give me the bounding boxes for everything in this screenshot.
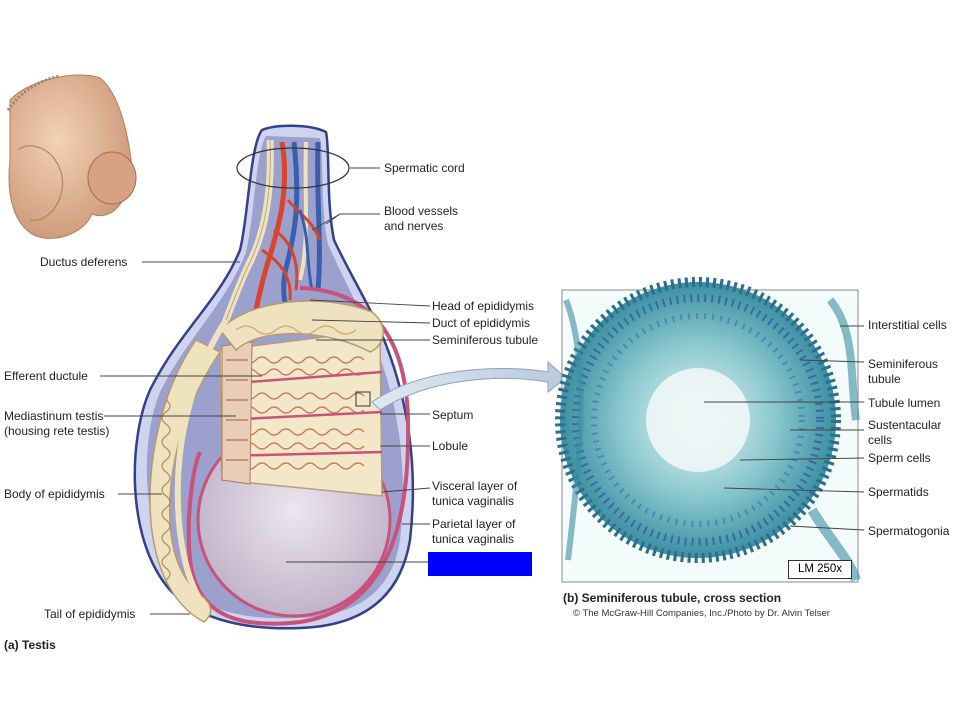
label-visceral-layer: Visceral layer of xyxy=(432,479,518,493)
artery xyxy=(253,141,288,311)
label-tubule: tubule xyxy=(868,372,901,386)
vein xyxy=(281,141,300,307)
leader-lines-b xyxy=(704,325,865,531)
label-efferent-ductule: Efferent ductule xyxy=(4,369,88,383)
photo-credit: © The McGraw-Hill Companies, Inc./Photo … xyxy=(573,608,830,619)
label-interstitial-cells: Interstitial cells xyxy=(868,318,947,332)
seminiferous-tubules xyxy=(231,356,365,470)
epididymis-head xyxy=(219,300,384,353)
label-spermatids: Spermatids xyxy=(868,485,929,499)
label-and-nerves: and nerves xyxy=(384,219,444,233)
label-sustentacular: Sustentacular xyxy=(868,418,942,432)
zoom-box xyxy=(355,391,371,407)
label-duct-of-epididymis: Duct of epididymis xyxy=(432,316,531,330)
label-spermatogonia: Spermatogonia xyxy=(868,524,950,538)
label-seminiferous: Seminiferous xyxy=(868,357,939,371)
rete-testis xyxy=(226,359,248,461)
label-body-of-epididymis: Body of epididymis xyxy=(4,487,105,501)
label-lobule: Lobule xyxy=(432,439,469,453)
label-tail-of-epididymis: Tail of epididymis xyxy=(44,607,136,621)
label-parietal-tunica: tunica vaginalis xyxy=(432,532,515,546)
caption-panel-a: (a) Testis xyxy=(4,638,56,652)
magnification-badge: LM 250x xyxy=(788,560,852,579)
label-spermatic-cord: Spermatic cord xyxy=(384,161,465,175)
label-mediastinum-testis: Mediastinum testis xyxy=(4,409,104,423)
label-sustentacular-cells: cells xyxy=(868,433,893,447)
parietal-layer xyxy=(186,286,411,626)
spermatic-cord-outline xyxy=(236,147,350,189)
label-head-of-epididymis: Head of epididymis xyxy=(432,299,535,313)
label-ductus-deferens: Ductus deferens xyxy=(40,255,128,269)
label-blood-vessels: Blood vessels xyxy=(384,204,459,218)
label-tubule-lumen: Tubule lumen xyxy=(868,396,941,410)
caption-panel-b: (b) Seminiferous tubule, cross section xyxy=(563,591,782,605)
label-sperm-cells: Sperm cells xyxy=(868,451,931,465)
external-anatomy-thumbnail xyxy=(6,74,137,239)
testis-diagram xyxy=(133,124,415,630)
label-septum: Septum xyxy=(432,408,474,422)
redaction-box xyxy=(428,552,532,576)
label-housing-rete-testis: (housing rete testis) xyxy=(4,424,110,438)
micrograph xyxy=(555,277,861,583)
leader-lines-a xyxy=(100,167,431,615)
label-visceral-tunica: tunica vaginalis xyxy=(432,494,515,508)
label-parietal-layer: Parietal layer of xyxy=(432,517,516,531)
zoom-arrow xyxy=(371,360,567,411)
label-seminiferous-tubule: Seminiferous tubule xyxy=(432,333,539,347)
